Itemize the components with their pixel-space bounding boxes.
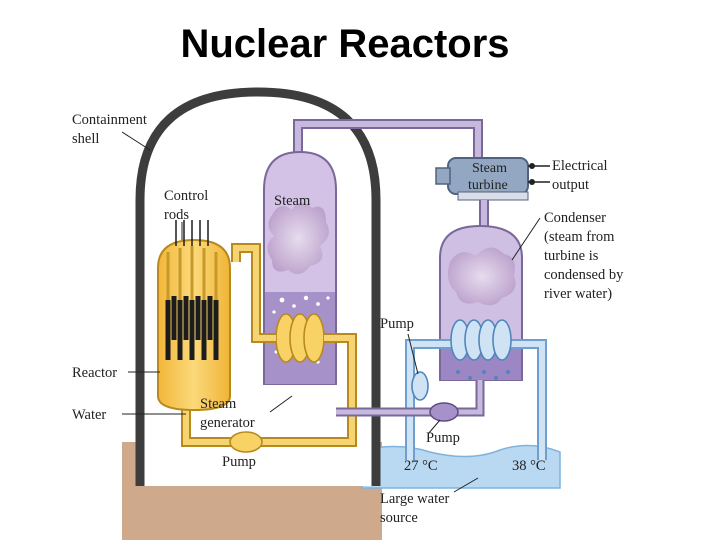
electrical-output-label-2: output bbox=[552, 177, 589, 193]
turbine-label-2: turbine bbox=[468, 178, 508, 193]
fuel-rods-upper bbox=[166, 246, 218, 300]
cooling-pump bbox=[411, 371, 429, 401]
control-rods-label-1: Control bbox=[164, 188, 208, 204]
condenser-label-5: river water) bbox=[544, 286, 612, 302]
condenser-label-2: (steam from bbox=[544, 229, 615, 245]
containment-label-2: shell bbox=[72, 131, 99, 147]
condenser-label-1: Condenser bbox=[544, 210, 606, 226]
control-rod-drives bbox=[175, 220, 209, 246]
output-terminal-icon bbox=[529, 163, 535, 169]
condenser-steam-cloud bbox=[448, 247, 516, 306]
water-source-label-2: source bbox=[380, 510, 418, 526]
leader-lines bbox=[121, 131, 541, 493]
pump-label-lower-right: Pump bbox=[426, 430, 460, 446]
feedwater-return-line bbox=[336, 380, 485, 417]
slide-title: Nuclear Reactors bbox=[180, 22, 510, 66]
feedwater-pump bbox=[429, 402, 459, 422]
steam-cloud bbox=[267, 202, 329, 275]
primary-pump bbox=[229, 431, 263, 453]
condenser-label-4: condensed by bbox=[544, 267, 624, 283]
turbine-label-1: Steam bbox=[472, 161, 507, 176]
electrical-output-label-1: Electrical bbox=[552, 158, 608, 174]
pump-label-upper: Pump bbox=[380, 316, 414, 332]
pump-label-lower-left: Pump bbox=[222, 454, 256, 470]
condenser-label-3: turbine is bbox=[544, 248, 599, 264]
inlet-temperature: 27 °C bbox=[404, 458, 438, 474]
steam-generator-label-1: Steam bbox=[200, 396, 237, 412]
steam-label: Steam bbox=[274, 193, 311, 209]
steam-generator-label-2: generator bbox=[200, 415, 255, 431]
control-rods bbox=[165, 296, 219, 360]
control-rods-label-2: rods bbox=[164, 207, 189, 223]
water-source-label-1: Large water bbox=[380, 491, 450, 507]
water-label: Water bbox=[72, 407, 106, 423]
condensate-drops bbox=[456, 370, 510, 380]
outlet-temperature: 38 °C bbox=[512, 458, 546, 474]
containment-label-1: Containment bbox=[72, 112, 147, 128]
steam-generator-coil bbox=[275, 313, 325, 363]
reactor-label: Reactor bbox=[72, 365, 117, 381]
primary-coolant-loop bbox=[181, 243, 357, 447]
condenser-coil bbox=[450, 319, 512, 361]
